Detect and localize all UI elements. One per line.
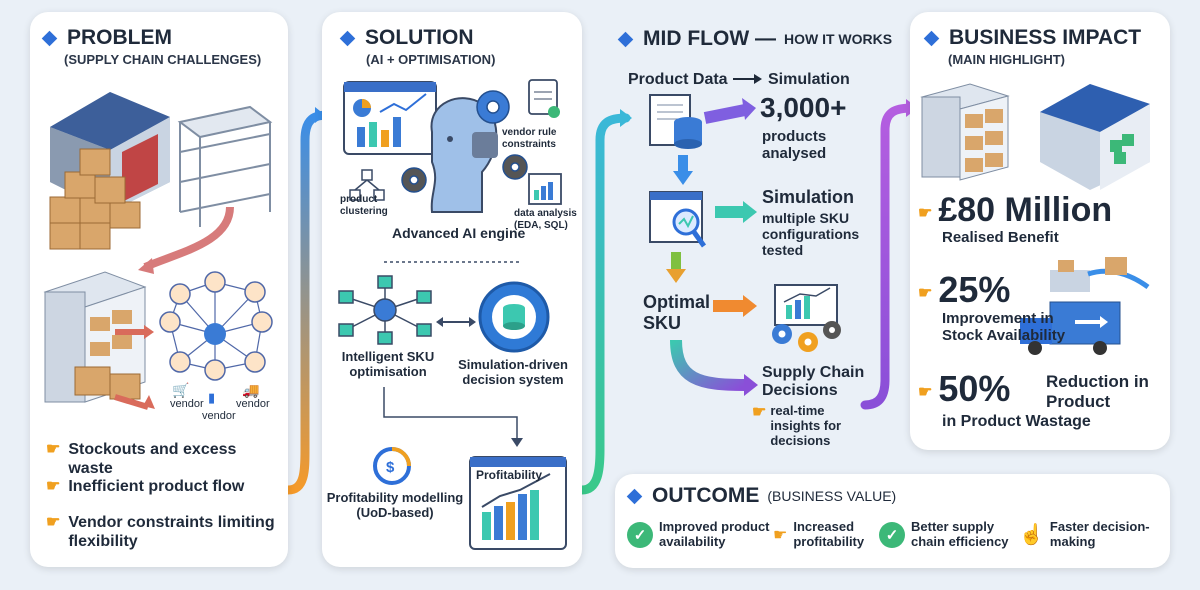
ai-engine-label: Advanced AI engine [392,225,526,241]
solution-title: SOLUTION [339,26,474,50]
problem-bullet: ☛Stockouts and excess waste [46,441,237,478]
impact-title: BUSINESS IMPACT [923,26,1141,50]
diamond-icon [626,488,643,504]
gear-icon [401,90,528,193]
impact-subtitle: (MAIN HIGHLIGHT) [948,52,1065,67]
warehouse-illustration: 🛒 ▮ 🚚 [43,92,273,410]
svg-text:🚚: 🚚 [242,382,259,399]
simulation-step-title: Simulation [762,187,855,207]
outcome-item: ☛ Increased profitability [773,519,865,549]
solution-panel: SOLUTION (AI + OPTIMISATION) [322,12,582,567]
metric-25: ☛25% [918,269,1011,310]
simulation-header-label: Simulation [768,71,850,88]
optimal-sku-label: Optimal SKU [643,292,711,333]
problem-subtitle: (SUPPLY CHAIN CHALLENGES) [64,52,262,67]
document-database-icon [649,94,702,149]
pointing-hand-icon: ☛ [773,526,788,544]
pointing-hand-icon: ☛ [918,384,933,401]
svg-text:$: $ [386,459,395,476]
profitability-modelling-label: Profitability modelling (UoD-based) [326,490,464,520]
boxes-icon [49,148,141,250]
pointing-hand-icon: ☛ [752,404,767,421]
pointing-hand-icon: ☛ [46,441,61,458]
outcome-item: ☝ Faster decision-making [1019,519,1150,549]
clipboard-icon [528,79,560,118]
problem-bullet: ☛Vendor constraints limiting flexibility [46,514,275,551]
warehouse-icon [1040,84,1150,190]
impact-panel: BUSINESS IMPACT (MAIN HIGHLIGHT) [910,12,1170,450]
profitability-card-title: Profitability [476,468,543,482]
outcome-panel: OUTCOME(BUSINESS VALUE) ✓ Improved produ… [615,474,1170,568]
stocked-shelves-icon [920,83,1010,181]
supply-chain-decisions-label: Supply Chain Decisions [762,364,865,400]
analysis-chart-icon [528,173,562,205]
impact-illustration [920,83,1150,355]
check-box-icon: ✓ [627,521,653,548]
svg-text:🛒: 🛒 [172,382,189,399]
metric-80m: ☛£80 Million [918,191,1113,229]
vendor-label: vendor [202,410,236,422]
outcome-item: ✓ Better supply chain efficiency [879,519,1015,550]
stocked-shelf-icon [43,271,147,403]
simulation-step-desc: multiple SKU configurations tested [762,210,860,259]
pointing-hand-icon: ☛ [918,205,933,222]
metric-80m-label: Realised Benefit [942,229,1059,246]
dollar-icon: $ [373,447,411,485]
vendor-label: vendor [170,398,204,410]
product-clustering-label: product clustering [340,194,388,217]
chart-gears-icon [772,284,841,352]
svg-text:▮: ▮ [208,390,215,405]
product-data-label: Product Data [628,71,728,88]
vendor-rule-label: vendor rule constraints [502,127,557,150]
metric-50-label: Reduction in Product [1046,372,1149,411]
database-gear-icon [478,281,550,353]
outcome-title: OUTCOME(BUSINESS VALUE) [626,484,896,508]
magnifier-screen-icon [649,191,707,248]
pointing-hand-icon: ☛ [918,285,933,302]
profitability-card [469,456,567,550]
products-count: 3,000+ [760,92,847,123]
solution-subtitle: (AI + OPTIMISATION) [366,52,496,67]
problem-bullet: ☛Inefficient product flow [46,478,245,495]
network-hub-icon [338,275,432,345]
dashboard-icon [343,81,437,155]
check-circle-icon: ✓ [879,521,905,548]
metric-25-label: Improvement in Stock Availability [942,310,1066,345]
metric-50-label-2: in Product Wastage [942,413,1091,430]
shelves-icon [177,105,273,227]
products-analysed-label: products analysed [762,128,827,163]
simulation-system-label: Simulation-driven decision system [458,357,568,387]
pointing-hand-icon: ☛ [46,514,61,531]
ai-head-icon [430,97,498,213]
sku-optimisation-label: Intelligent SKU optimisation [341,349,435,379]
vendor-label: vendor [236,398,270,410]
pointing-hand-icon: ☛ [46,478,61,495]
metric-50: ☛50% [918,368,1011,409]
midflow-title: MID FLOW —HOW IT WORKS [617,27,892,51]
realtime-insights: ☛real-time insights for decisions [752,403,842,448]
outcome-item: ✓ Improved product availability [627,519,771,550]
data-analysis-label: data analysis (EDA, SQL) [514,208,577,231]
problem-title: PROBLEM [41,26,172,50]
solution-illustration: $ [338,79,567,550]
delivery-truck-icon [1020,257,1150,355]
problem-panel: PROBLEM (SUPPLY CHAIN CHALLENGES) [30,12,288,567]
clustering-icon [349,169,385,201]
tap-hand-icon: ☝ [1019,524,1044,547]
